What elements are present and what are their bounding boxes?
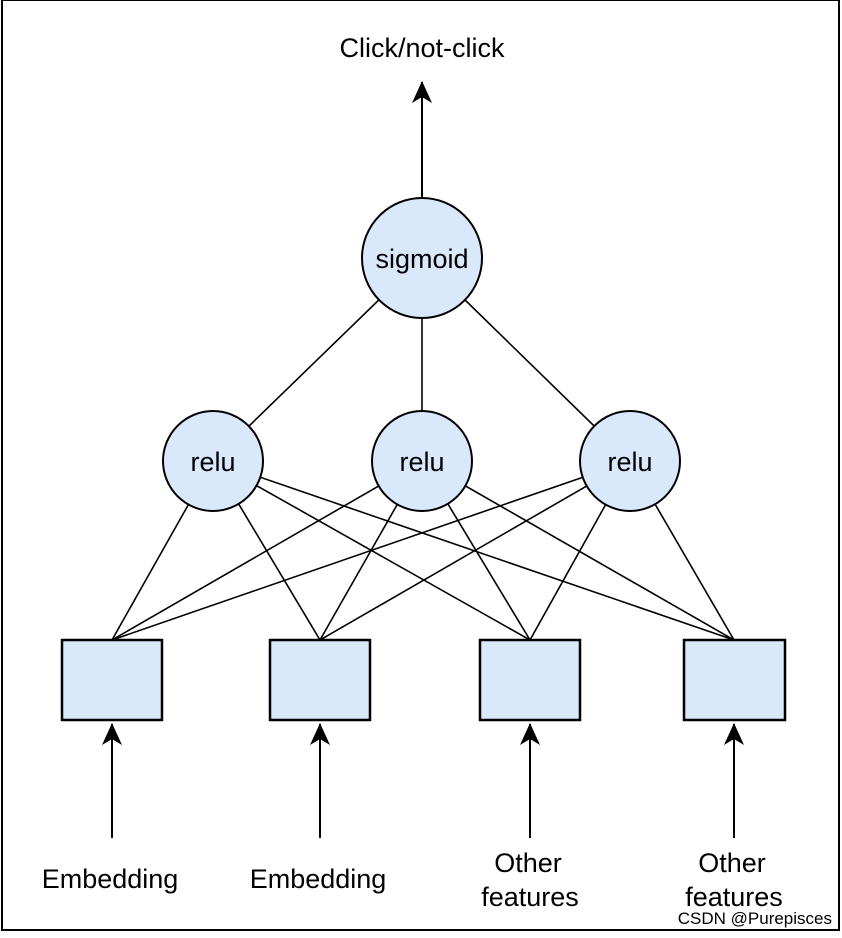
input-label-2: Embedding <box>250 864 387 894</box>
input-box-1 <box>60 638 164 722</box>
relu-node-3 <box>579 410 681 512</box>
edge <box>421 460 735 641</box>
input-label-1: Embedding <box>42 864 179 894</box>
input-box-2 <box>268 638 372 722</box>
edge <box>111 460 631 641</box>
input-label-3-line-2: features <box>481 882 579 912</box>
input-box-4 <box>682 638 787 722</box>
watermark: CSDN @Purepisces <box>678 909 832 928</box>
sigmoid-label: sigmoid <box>375 244 468 274</box>
relu-node-1 <box>162 410 264 512</box>
edge <box>111 460 423 641</box>
relu-label-3: relu <box>607 447 652 477</box>
relu-label-1: relu <box>190 447 235 477</box>
input-box-3 <box>478 638 582 722</box>
sigmoid-node <box>361 197 483 319</box>
output-class-label: Click/not-click <box>339 33 505 63</box>
relu-label-2: relu <box>399 447 444 477</box>
input-label-3-line-1: Other <box>494 848 562 878</box>
input-label-4-line-2: features <box>685 882 783 912</box>
edge <box>319 460 631 641</box>
relu-node-2 <box>371 410 473 512</box>
input-label-4-line-1: Other <box>698 848 766 878</box>
